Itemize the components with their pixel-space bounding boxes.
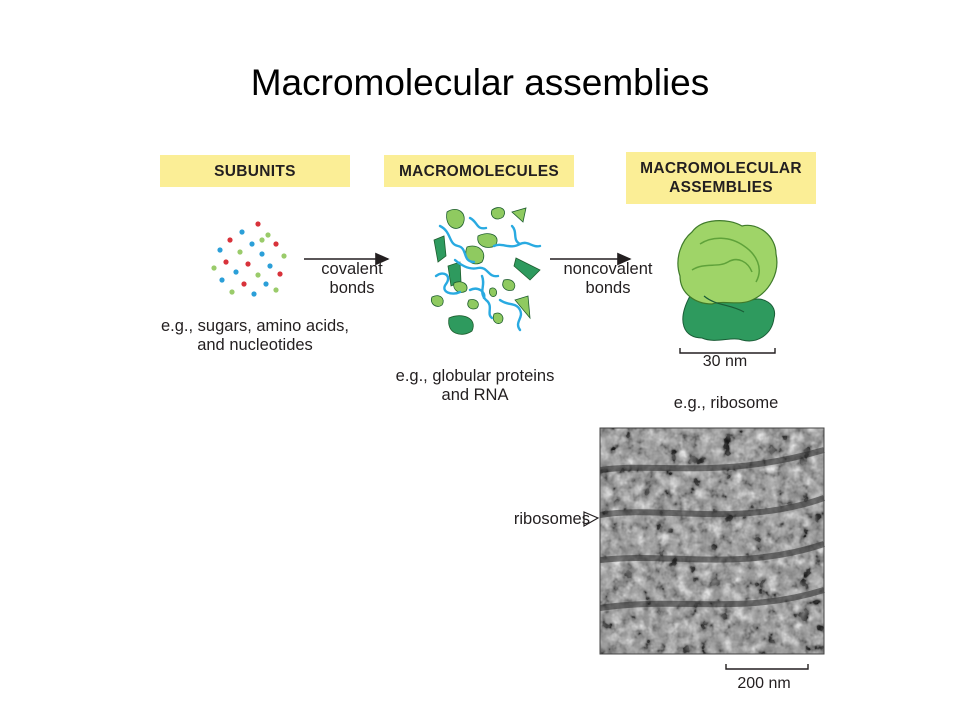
scale-bar-30nm [679, 348, 776, 354]
subunit-dot [259, 251, 265, 257]
subunit-dot [267, 263, 273, 269]
subunit-dot [251, 291, 257, 297]
ribosome-micrograph [599, 427, 826, 655]
subunits-example-caption: e.g., sugars, amino acids, and nucleotid… [160, 317, 349, 354]
subunit-dots [211, 221, 287, 297]
subunit-dot [273, 287, 279, 293]
subunit-dot [239, 229, 245, 235]
scale-label-200nm: 200 nm [737, 675, 791, 692]
covalent-bonds-label: covalent bonds [321, 260, 383, 297]
subunit-dot [255, 272, 261, 278]
subunit-dot [217, 247, 223, 253]
subunit-dot [281, 253, 287, 259]
subunit-dot [249, 241, 255, 247]
subunit-dot [227, 237, 233, 243]
subunit-dot [237, 249, 243, 255]
subunit-dot [255, 221, 261, 227]
ribosomes-pointer-label: ribosomes [513, 510, 590, 528]
subunit-dot [265, 232, 271, 238]
subunit-dot [273, 241, 279, 247]
ribosomes-pointer [583, 511, 600, 528]
ribosome-illustration [677, 220, 778, 342]
subunit-dot [211, 265, 217, 271]
subunit-dot [223, 259, 229, 265]
subunit-dot [241, 281, 247, 287]
assemblies-example-caption: e.g., ribosome [673, 394, 779, 412]
subunit-dot [219, 277, 225, 283]
assemblies-label-box: MACROMOLECULAR ASSEMBLIES [626, 152, 816, 204]
scale-bar-200nm [725, 664, 809, 670]
subunits-label-box: SUBUNITS [160, 155, 350, 187]
subunit-dot [229, 289, 235, 295]
subunit-dot [277, 271, 283, 277]
subunit-dot [245, 261, 251, 267]
slide-title: Macromolecular assemblies [250, 62, 710, 103]
scale-label-30nm: 30 nm [702, 353, 748, 370]
macromolecules-label-box: MACROMOLECULES [384, 155, 574, 187]
rna-strands [434, 216, 542, 332]
subunit-dot [263, 281, 269, 287]
noncovalent-bonds-label: noncovalent bonds [563, 260, 653, 297]
subunit-dot [259, 237, 265, 243]
subunit-dot [233, 269, 239, 275]
macromolecules-illustration [430, 207, 541, 335]
macromolecules-example-caption: e.g., globular proteins and RNA [395, 367, 555, 404]
